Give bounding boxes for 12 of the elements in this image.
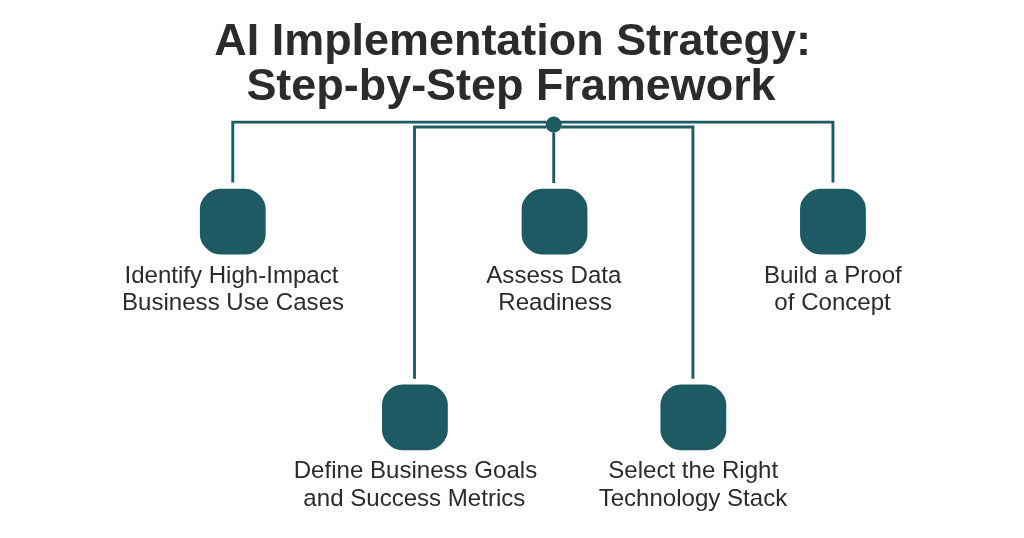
connector xyxy=(561,125,695,379)
connector xyxy=(560,120,835,183)
connector xyxy=(552,132,556,183)
node-label: Define Business Goals and Success Metrics xyxy=(293,456,538,511)
node-label: Assess Data Readiness xyxy=(486,260,622,315)
diagram-title: AI Implementation Strategy: Step-by-Step Framework xyxy=(214,14,811,111)
node-label: Identify High-Impact Business Use Cases xyxy=(122,260,345,315)
node-label: Build a Proof of Concept xyxy=(763,260,902,315)
node-label: Select the Right Technology Stack xyxy=(598,456,788,511)
connector xyxy=(231,120,547,183)
node-circle xyxy=(545,116,562,133)
connector xyxy=(413,125,547,379)
